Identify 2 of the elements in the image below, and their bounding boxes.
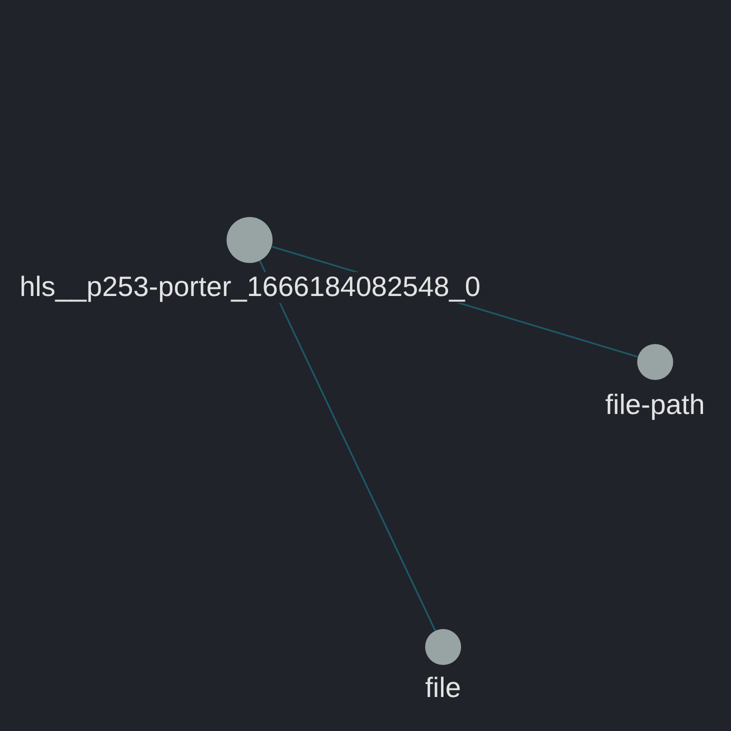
node-label: hls__p253-porter_1666184082548_0 [18,272,482,303]
connector-line [259,260,436,632]
